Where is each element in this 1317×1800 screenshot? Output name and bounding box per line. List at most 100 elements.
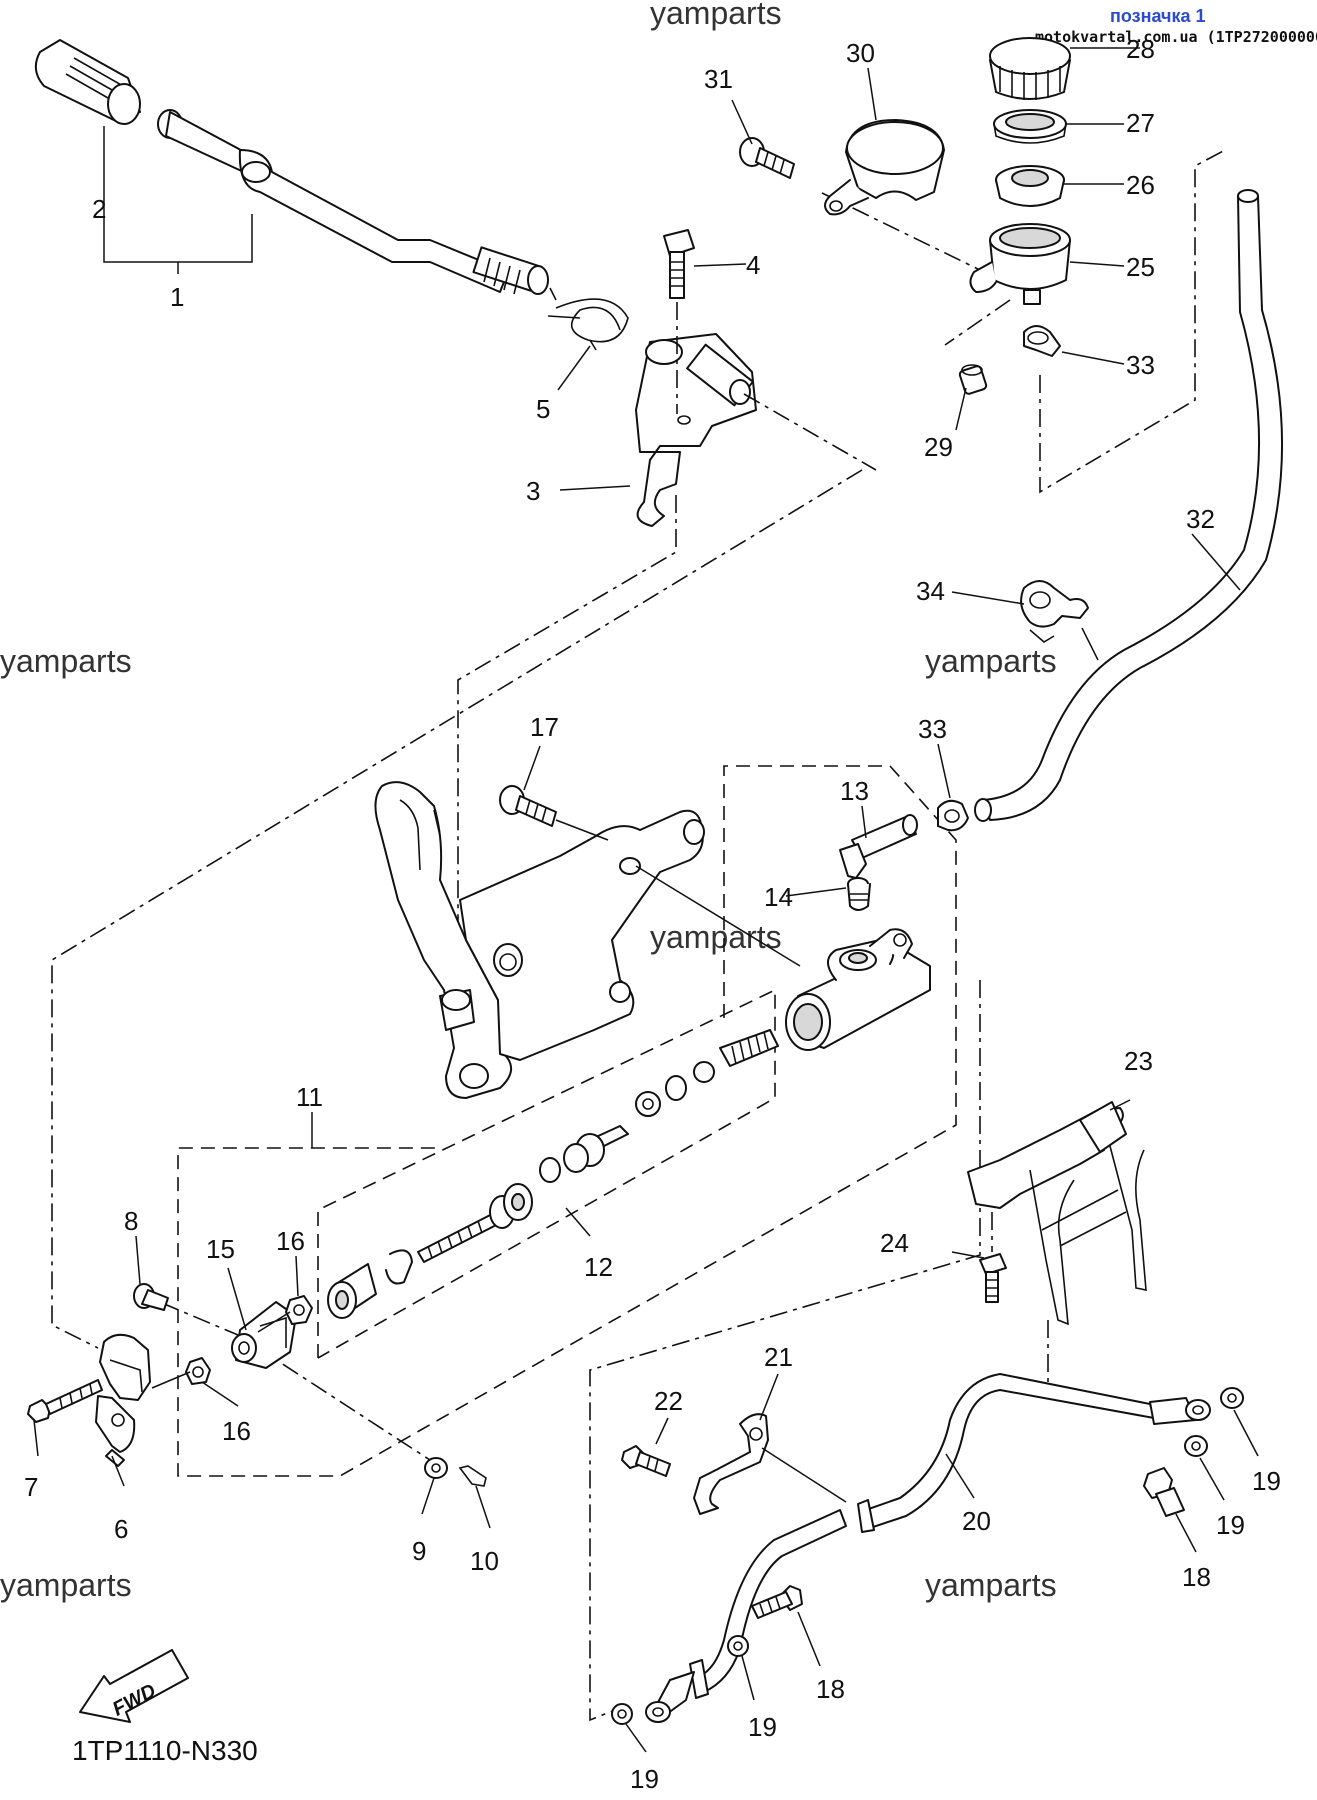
bolt-4: [663, 229, 695, 299]
callout-leaders: [33, 47, 1259, 1753]
callout-15: 15: [206, 1234, 235, 1264]
reservoir-diaphragm: [995, 165, 1065, 207]
callout-24: 24: [880, 1228, 909, 1258]
callout-25: 25: [1126, 252, 1155, 282]
callout-22: 22: [654, 1386, 683, 1416]
callout-10: 10: [470, 1546, 499, 1576]
callout-19: 19: [748, 1712, 777, 1742]
callout-19: 19: [1252, 1466, 1281, 1496]
callout-20: 20: [962, 1506, 991, 1536]
callout-2: 2: [92, 194, 106, 224]
reservoir-plate: [993, 109, 1067, 144]
header-note: позначка 1: [1110, 6, 1206, 26]
assembly-line-outlet: [944, 299, 1011, 346]
union-bolt-18-lower: [751, 1585, 803, 1619]
leader-12-kit: [565, 1207, 591, 1237]
callout-31: 31: [704, 64, 733, 94]
hose-clamp-34: [1020, 580, 1089, 643]
pedal-bracket: [635, 333, 757, 527]
callout-14: 14: [764, 882, 793, 912]
pin-8: [133, 1283, 169, 1311]
header-source: motokvartal.com.ua (1TP272000000): [1035, 28, 1317, 46]
nut-16-lower: [185, 1357, 211, 1385]
callout-6: 6: [114, 1514, 128, 1544]
callout-23: 23: [1124, 1046, 1153, 1076]
callout-19: 19: [630, 1764, 659, 1794]
callout-27: 27: [1126, 108, 1155, 138]
callout-8: 8: [124, 1206, 138, 1236]
washers-19-lower: [611, 1635, 749, 1725]
clip-33-top: [1023, 325, 1061, 357]
hose-clamp-21: [693, 1413, 769, 1515]
callout-29: 29: [924, 432, 953, 462]
leader-17-to-bracket: [555, 819, 609, 841]
master-cylinder: [785, 928, 931, 1051]
piston-kit: [327, 1029, 779, 1319]
assembly-line-bracket-drop: [457, 495, 677, 995]
callout-28: 28: [1126, 34, 1155, 64]
nut-16-upper: [285, 1295, 313, 1325]
bolt-7: [27, 1379, 103, 1423]
hose-bracket-23: [967, 1101, 1147, 1326]
assembly-line-hose-section: [589, 980, 981, 1722]
callout-16-lower: 16: [222, 1416, 251, 1446]
pedal-clevis-6: [95, 1333, 151, 1467]
watermark: yamparts: [925, 1567, 1057, 1603]
callout-9: 9: [412, 1536, 426, 1566]
reservoir-body: [969, 223, 1071, 305]
watermark: yamparts: [0, 1567, 132, 1603]
reservoir-hose: [974, 189, 1284, 822]
callout-32: 32: [1186, 504, 1215, 534]
clip-33-lower: [937, 799, 969, 832]
callout-16: 16: [276, 1226, 305, 1256]
reservoir-cap: [989, 37, 1071, 100]
callout-34: 34: [916, 576, 945, 606]
collar-29: [958, 364, 988, 395]
assembly-line-cap-to-reservoir: [821, 192, 981, 271]
callout-33: 33: [1126, 350, 1155, 380]
watermark: yamparts: [925, 643, 1057, 679]
leader-21-to-hose: [761, 1447, 847, 1503]
leader-bracket-to-cylinder: [635, 865, 801, 967]
callout-3: 3: [526, 476, 540, 506]
brake-hose-20: [645, 1373, 1211, 1723]
callout-11: 11: [296, 1082, 323, 1112]
bolt-22: [621, 1445, 671, 1477]
callout-30: 30: [846, 38, 875, 68]
shift-pedal: [34, 39, 549, 295]
callout-26: 26: [1126, 170, 1155, 200]
callout-18-lower: 18: [816, 1674, 845, 1704]
bolt-24: [979, 1253, 1007, 1303]
mount-bracket: [374, 781, 705, 1099]
callout-4: 4: [746, 250, 760, 280]
callout-33-lower: 33: [918, 714, 947, 744]
callout-17: 17: [530, 712, 559, 742]
callout-7: 7: [24, 1472, 38, 1502]
diagram-code: 1TP1110-N330: [72, 1735, 258, 1766]
washer-9: [424, 1457, 448, 1479]
callout-numbers: 1 2 3 4 5 6 7 8 9 10 11 12 13 14 15 16 1…: [24, 34, 1281, 1794]
bolt-17: [499, 785, 557, 827]
union-bolt-18-right: [1143, 1467, 1185, 1517]
dash-box-master-cylinder: [177, 765, 957, 1477]
leader-15-16: [257, 1311, 291, 1333]
watermark: yamparts: [650, 0, 782, 31]
callout-13: 13: [840, 776, 869, 806]
watermark: yamparts: [650, 919, 782, 955]
watermark: yamparts: [0, 643, 132, 679]
callout-12: 12: [584, 1252, 613, 1282]
fwd-arrow-icon: FWD: [79, 1649, 189, 1723]
washers-19-right: [1184, 1387, 1244, 1457]
callout-18: 18: [1182, 1562, 1211, 1592]
assembly-line-pedal-to-mount: [51, 469, 863, 1349]
assembly-line-reservoir: [1039, 149, 1226, 494]
callout-1: 1: [170, 282, 184, 312]
hose-joint-13: [839, 814, 918, 879]
leader-16-lower: [151, 1371, 191, 1389]
assembly-line-shaft: [549, 287, 877, 471]
leader-1-2: [103, 126, 253, 274]
screw-31: [739, 137, 795, 179]
grommet-14: [847, 877, 871, 911]
callout-5: 5: [536, 394, 550, 424]
